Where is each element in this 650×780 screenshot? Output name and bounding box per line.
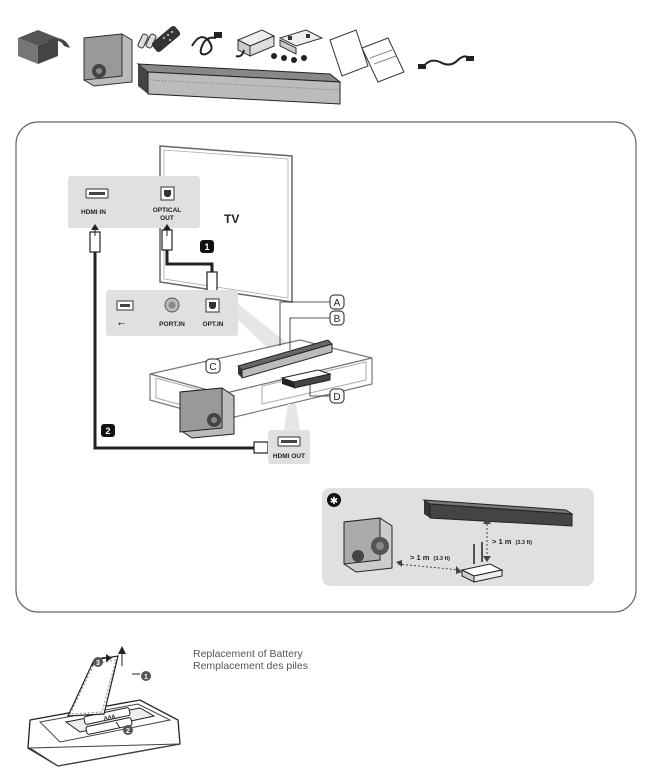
tv-label: TV [224, 212, 239, 226]
wall-bracket-icon [271, 29, 324, 63]
remote-battery-illustration [27, 646, 181, 767]
hdmi-port-icon [85, 188, 109, 199]
portable-in-port-icon [164, 297, 180, 313]
callout-d: D [329, 388, 345, 404]
svg-text:1: 1 [204, 242, 209, 252]
distance-arrow-horizontal [396, 560, 462, 574]
zoom-wedge [284, 404, 300, 430]
zoom-wedge [238, 304, 290, 352]
svg-text:A: A [334, 298, 341, 309]
opt-in-label: OPT.IN [203, 321, 224, 328]
soundbar-on-stand [237, 339, 333, 379]
tv-ports-panel [68, 176, 200, 228]
svg-text:3: 3 [96, 660, 100, 667]
wireless-receiver [280, 369, 332, 389]
optical-in-port-icon [205, 298, 220, 313]
remote-control-icon [151, 25, 181, 53]
step-badge-2: 2 [101, 424, 115, 437]
svg-text:C: C [209, 362, 216, 373]
subwoofer-scene [179, 387, 235, 439]
soundbar-ports-panel [106, 290, 238, 336]
optical-port-icon [160, 186, 175, 201]
battery-step-1: 1 [141, 671, 151, 681]
inset-wireless-receiver [460, 542, 504, 583]
batteries-icon [137, 33, 157, 49]
package-contents [18, 25, 474, 105]
callout-c: C [205, 358, 221, 374]
battery-step-2: 2 [123, 725, 133, 735]
optical-out-label-line1: OPTICAL [153, 207, 182, 214]
arrow-up-icon [91, 224, 99, 236]
distance-arrow-vertical [483, 518, 491, 562]
distance-label-soundbar: > 1 m (3.3 ft) [492, 537, 532, 546]
battery-title-en: Replacement of Battery [193, 648, 303, 660]
step-badge-1: 1 [200, 240, 214, 253]
callout-lines [279, 301, 330, 397]
inset-subwoofer [343, 517, 393, 573]
battery-step-3: 3 [93, 657, 103, 667]
optical-out-label-line2: OUT [160, 215, 174, 222]
soundbar-icon [136, 63, 342, 105]
port-in-label: PORT.IN [159, 321, 185, 328]
svg-text:2: 2 [126, 728, 130, 735]
power-adapter-icon [235, 29, 276, 58]
svg-text:1: 1 [144, 674, 148, 681]
callout-a: A [329, 294, 345, 310]
subwoofer-icon [83, 33, 133, 87]
battery-replacement-caption: Replacement of Battery Remplacement des … [193, 648, 308, 672]
svg-text:B: B [334, 314, 341, 325]
battery-label: AAA [103, 714, 116, 722]
inset-soundbar [422, 499, 574, 527]
svg-text:D: D [333, 392, 340, 403]
asterisk-badge-icon: ✱ [327, 493, 341, 507]
distance-label-subwoofer: > 1 m (3.3 ft) [410, 553, 450, 562]
hdmi-in-label: HDMI IN [81, 209, 106, 216]
usb-symbol-icon: ⭠ [118, 318, 125, 328]
arrow-up-icon [163, 224, 171, 236]
svg-text:2: 2 [105, 426, 110, 436]
hdmi-out-port-icon [277, 436, 301, 447]
callout-b: B [329, 310, 345, 326]
svg-text:✱: ✱ [330, 496, 338, 507]
power-cord-icon [191, 32, 222, 56]
battery-title-fr: Remplacement des piles [193, 660, 308, 672]
optical-cable-connection [161, 229, 218, 300]
box-open-icon [18, 30, 70, 64]
optical-cable-icon [418, 55, 474, 69]
hdmi-out-label: HDMI OUT [273, 453, 305, 460]
usb-port-icon [116, 300, 134, 311]
manual-sheet-icon [329, 29, 405, 83]
